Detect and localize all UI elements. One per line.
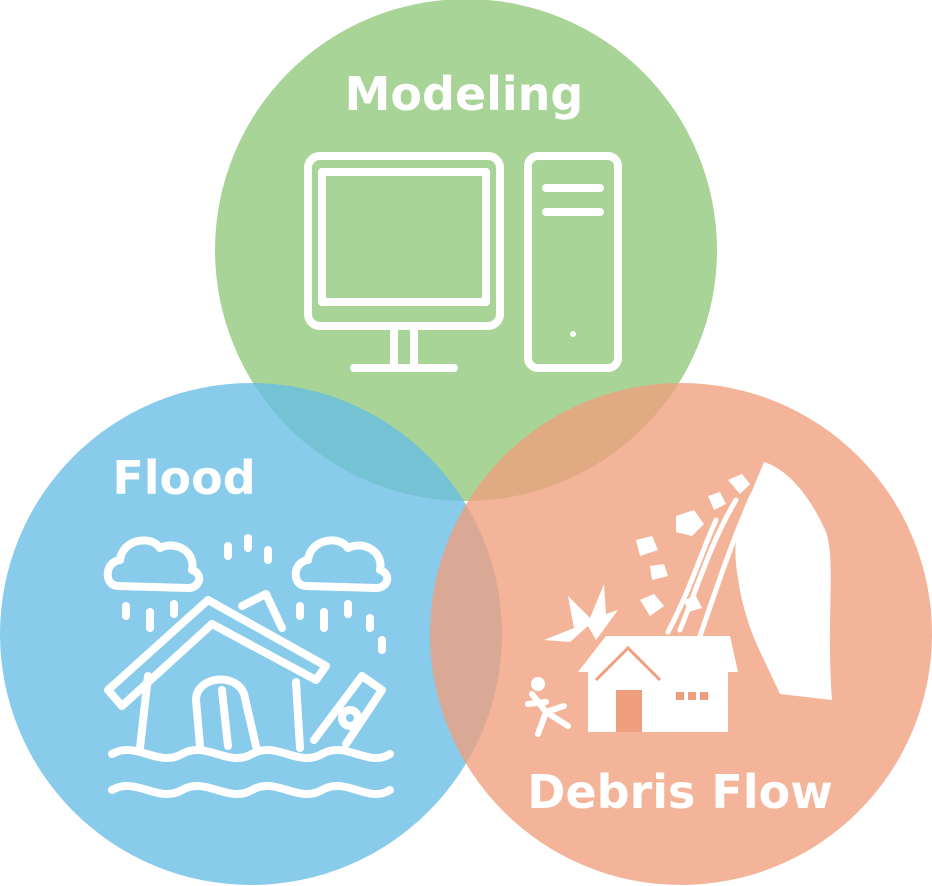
landslide-house-icon: [525, 462, 832, 737]
computer-icon: [304, 152, 622, 372]
modeling-label: Modeling: [345, 67, 584, 121]
debris-flow-label: Debris Flow: [527, 765, 832, 819]
flood-label: Flood: [112, 451, 255, 505]
modeling-circle: [215, 0, 717, 501]
flooded-house-icon: [103, 534, 394, 799]
